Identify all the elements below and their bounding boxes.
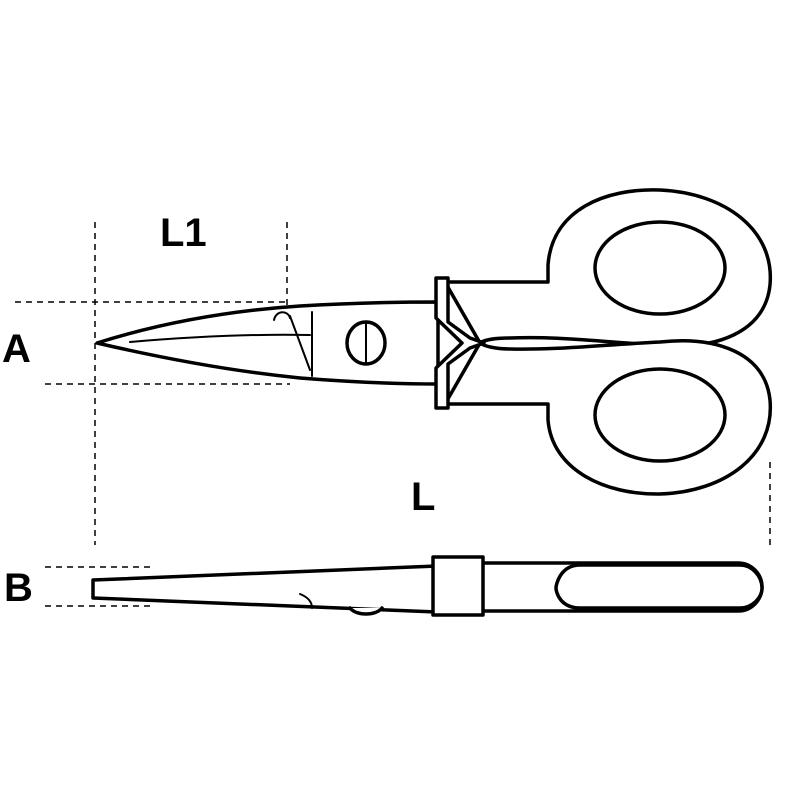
side-handle-grip [554, 563, 764, 610]
blade [95, 300, 440, 386]
finger-guard [434, 276, 486, 410]
lower-handle [443, 339, 772, 496]
side-blade [91, 564, 439, 614]
dimension-label-b: B [4, 566, 33, 610]
dimension-label-l: L [411, 475, 436, 519]
scissors-side-view [91, 555, 764, 617]
side-guard [431, 555, 485, 617]
blade-edge-line [129, 333, 311, 343]
dimension-guides [15, 222, 771, 607]
dimension-label-a: A [2, 327, 31, 371]
scissors-top-view [95, 188, 772, 496]
side-pivot-bump [348, 606, 384, 616]
wire-notch [273, 311, 291, 321]
cutting-notch-line [289, 315, 311, 371]
upper-handle [443, 188, 772, 348]
dimension-label-l1: L1 [160, 211, 207, 255]
side-blade-step [299, 593, 313, 609]
upper-finger-hole [593, 220, 727, 316]
lower-finger-hole [593, 367, 727, 463]
